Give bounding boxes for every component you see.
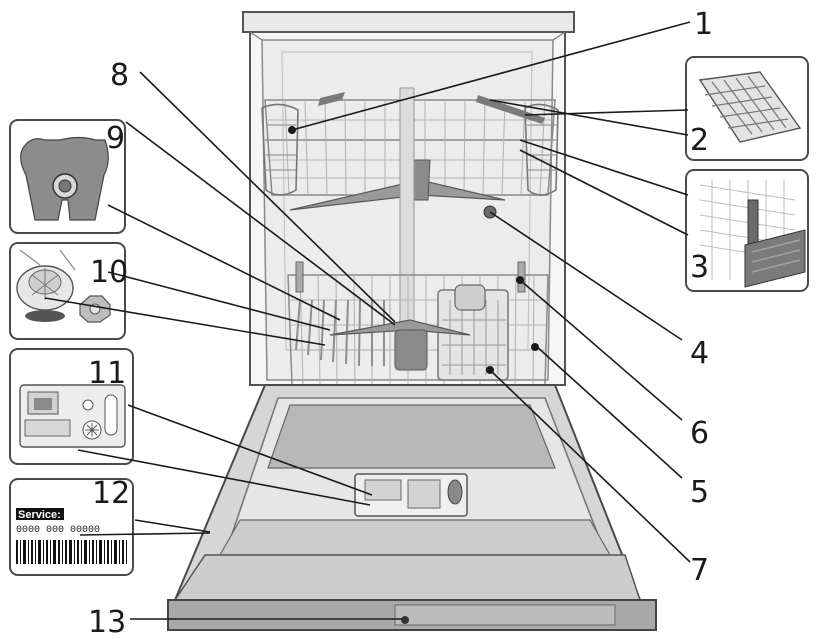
callout-5: 5 (690, 475, 709, 510)
service-number: 0000 000 00000 (16, 525, 100, 536)
top-panel (242, 11, 575, 33)
inset-rating-plate: Service: 0000 000 00000 (9, 478, 134, 576)
callout-7: 7 (690, 553, 709, 588)
callout-6: 6 (690, 416, 709, 451)
callout-12: 12 (92, 476, 130, 511)
dishwasher-door (167, 384, 657, 631)
inset-spray-arm-nozzle (9, 119, 126, 234)
service-label: Service: (18, 509, 61, 521)
inset-cup-shelf (685, 169, 809, 292)
callout-numbers: 1 2 3 4 5 6 7 8 9 10 11 12 13 (88, 7, 713, 639)
inset-dispenser (9, 348, 134, 465)
lower-spray-arm (329, 319, 471, 336)
callout-9: 9 (106, 121, 125, 156)
callout-3: 3 (690, 250, 709, 285)
leader-lines (44, 21, 691, 620)
callout-10: 10 (90, 255, 128, 290)
inset-filter-assembly (9, 242, 126, 340)
barcode (16, 540, 127, 564)
callout-2: 2 (690, 123, 709, 158)
upper-spray-arm (289, 179, 506, 211)
callout-1: 1 (694, 7, 713, 42)
callout-13: 13 (88, 605, 126, 639)
callout-4: 4 (690, 336, 709, 371)
callout-8: 8 (110, 58, 129, 93)
inset-upper-rack-lift (685, 56, 809, 161)
lower-basket (287, 261, 549, 386)
water-supply-tube (399, 87, 415, 351)
callout-11: 11 (88, 356, 126, 391)
upper-basket (261, 87, 559, 351)
